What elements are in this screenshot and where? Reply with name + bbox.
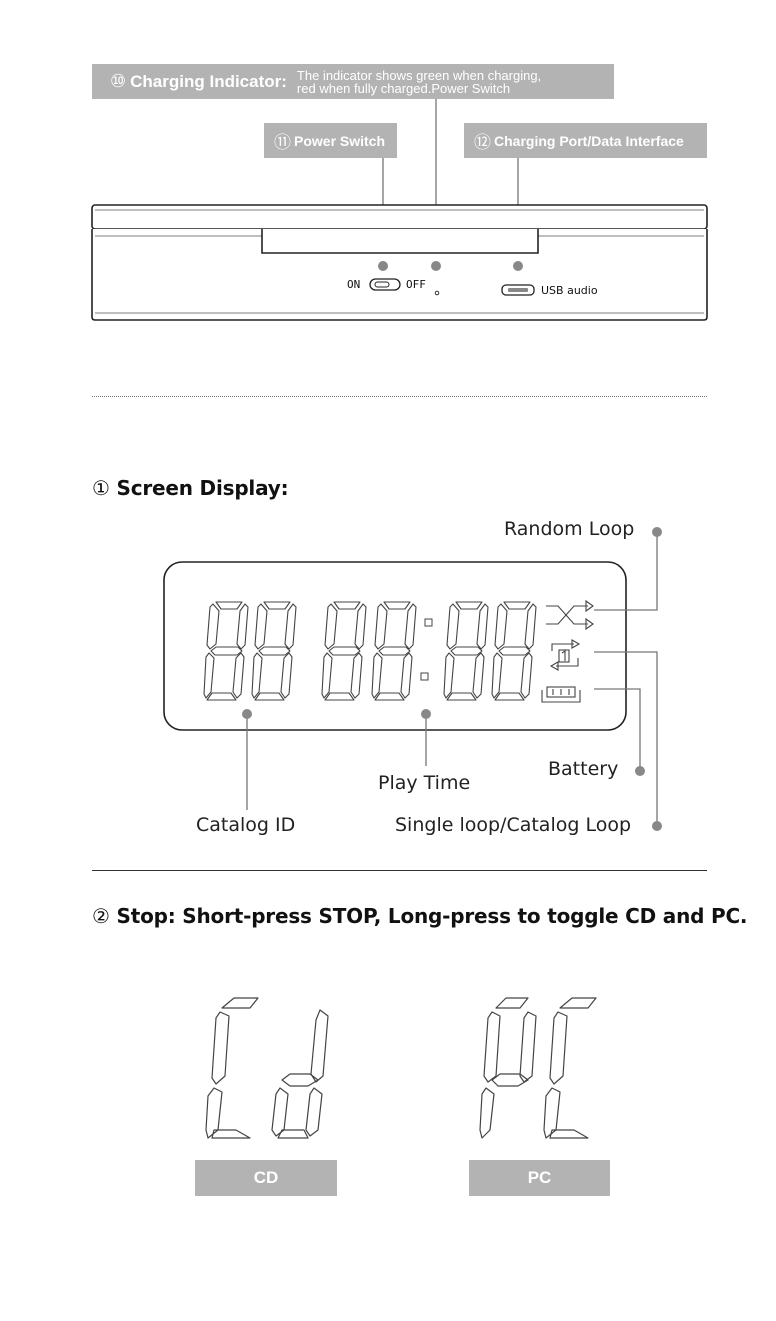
catalog-id-label: Catalog ID	[196, 814, 296, 836]
power-switch-number: ⑪	[274, 133, 291, 152]
stop-title: Stop: Short-press STOP, Long-press to to…	[116, 904, 748, 928]
usb-audio-label: USB audio	[541, 284, 598, 297]
play-time-label: Play Time	[378, 772, 471, 794]
mode-cd-label: CD	[195, 1160, 337, 1196]
charging-indicator-number: ⑩	[110, 71, 127, 91]
charging-indicator-title: Charging Indicator:	[130, 71, 287, 91]
charging-indicator-desc: The indicator shows green when charging,…	[297, 69, 541, 95]
random-loop-label: Random Loop	[504, 518, 635, 540]
stop-number: ②	[92, 904, 110, 928]
screen-display-number: ①	[92, 476, 110, 500]
charging-port-number: ⑫	[474, 133, 491, 152]
power-switch-text: Power Switch	[294, 132, 386, 149]
cd-pc-segment-display	[205, 997, 597, 1139]
stop-heading: ② Stop: Short-press STOP, Long-press to …	[92, 904, 748, 928]
mode-pc-text: PC	[527, 1168, 552, 1187]
charging-port-label: ⑫ Charging Port/Data Interface	[464, 123, 707, 158]
solid-divider	[92, 870, 707, 871]
switch-on-label: ON	[347, 278, 361, 291]
single-loop-label: Single loop/Catalog Loop	[395, 814, 632, 836]
charging-indicator-banner: ⑩ Charging Indicator: The indicator show…	[92, 64, 614, 99]
charging-indicator-desc-line1: The indicator shows green when charging,	[296, 67, 542, 83]
device-side-illustration	[91, 99, 708, 321]
switch-off-label: OFF	[406, 278, 426, 291]
mode-pc-label: PC	[469, 1160, 610, 1196]
dotted-divider	[92, 396, 707, 397]
power-switch-label: ⑪ Power Switch	[264, 123, 397, 158]
charging-port-text: Charging Port/Data Interface	[494, 132, 684, 149]
mode-cd-text: CD	[253, 1168, 279, 1187]
charging-indicator-desc-line2: red when fully charged.Power Switch	[296, 80, 511, 96]
screen-display-heading: ① Screen Display:	[92, 476, 289, 500]
battery-label: Battery	[548, 758, 619, 780]
screen-display-title: Screen Display:	[116, 476, 289, 500]
lcd-screen-diagram	[163, 527, 662, 831]
